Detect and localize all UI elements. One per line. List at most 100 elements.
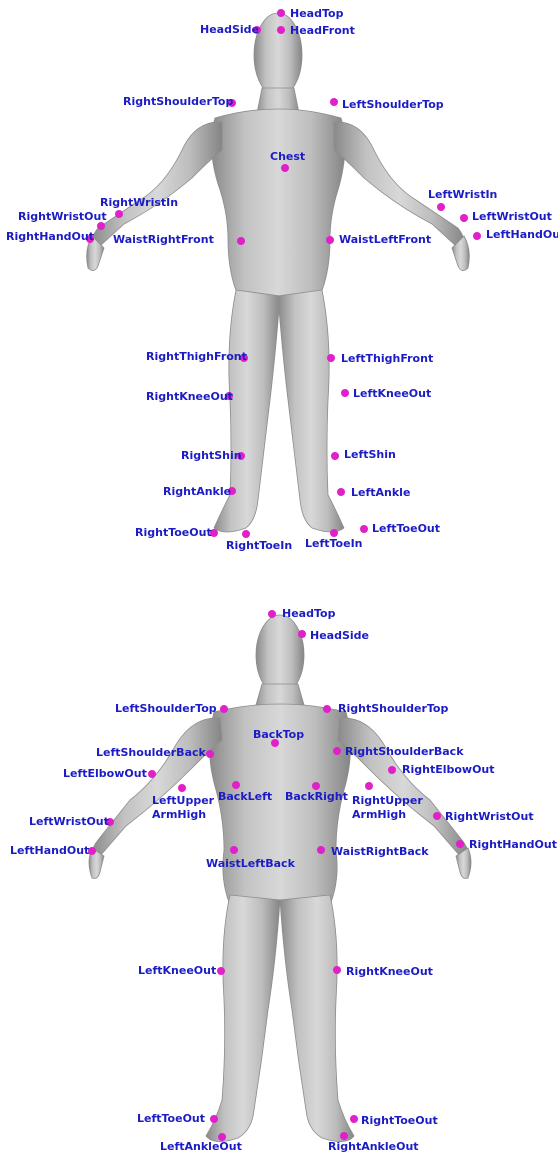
marker-label: WaistRightBack [331,845,429,858]
marker-label: LeftWristOut [29,815,109,828]
marker-label: LeftToeIn [305,537,363,550]
marker-dot [341,389,349,397]
marker-label: RightElbowOut [402,763,495,776]
marker-dot [350,1115,358,1123]
marker-dot [456,840,464,848]
marker-label: LeftElbowOut [63,767,147,780]
back-marker-lwristout: LeftWristOut [29,815,114,828]
marker-label: LeftWristIn [428,188,497,201]
front-marker-lshin: LeftShin [331,448,396,461]
back-marker-rwristout: RightWristOut [433,810,534,823]
front-marker-lwristin: LeftWristIn [428,188,497,211]
marker-dot [330,98,338,106]
front-marker-rthigh: RightThighFront [146,350,248,363]
marker-label: WaistRightFront [113,233,214,246]
back-marker-rshback: RightShoulderBack [333,745,464,758]
marker-label: Chest [270,150,305,163]
marker-dot [337,488,345,496]
back-marker-lshtop: LeftShoulderTop [115,702,228,715]
marker-dot [298,630,306,638]
front-marker-lthigh: LeftThighFront [327,352,433,365]
front-right-arm [92,122,222,248]
front-marker-rshin: RightShin [181,449,245,462]
marker-label: LeftShin [344,448,396,461]
front-left-arm [334,122,464,248]
back-marker-rknee: RightKneeOut [333,965,433,978]
back-marker-rankle: RightAnkleOut [328,1132,419,1153]
marker-dot [388,766,396,774]
marker-label: LeftKneeOut [138,964,216,977]
marker-label: RightShoulderTop [338,702,448,715]
marker-label: LeftShoulderTop [342,98,444,111]
marker-label: BackTop [253,728,304,741]
marker-label: WaistLeftBack [206,857,296,870]
marker-dot [210,1115,218,1123]
front-marker-rhandout: RightHandOut [6,230,94,243]
marker-label: HeadFront [290,24,355,37]
marker-dot [460,214,468,222]
marker-dot [206,750,214,758]
marker-dot [232,781,240,789]
marker-label: RightThighFront [146,350,247,363]
front-left-leg [278,290,344,532]
back-marker-rtoeout: RightToeOut [350,1114,438,1127]
back-marker-headside: HeadSide [298,629,369,642]
marker-dot [433,812,441,820]
marker-label: HeadTop [282,607,336,620]
marker-label: LeftAnkleOut [160,1140,242,1153]
marker-dot [323,705,331,713]
front-marker-ltoein: LeftToeIn [305,529,363,550]
marker-label: LeftShoulderBack [96,746,207,759]
marker-dot [277,9,285,17]
marker-label: HeadSide [310,629,369,642]
marker-label: LeftKneeOut [353,387,431,400]
front-marker-rknee: RightKneeOut [146,390,233,403]
marker-dot [326,236,334,244]
marker-dot [217,967,225,975]
marker-label: RightToeOut [135,526,212,539]
marker-dot [268,610,276,618]
marker-dot [331,452,339,460]
front-marker-rankle: RightAnkle [163,485,236,498]
marker-label: RightShin [181,449,242,462]
front-marker-lankle: LeftAnkle [337,486,410,499]
back-marker-wrback: WaistRightBack [317,845,429,858]
marker-dot [220,705,228,713]
back-left-arm [92,718,222,858]
back-figure [89,615,471,1142]
marker-dot [312,782,320,790]
marker-label: LeftToeOut [137,1112,205,1125]
back-marker-ltoeout: LeftToeOut [137,1112,218,1125]
marker-dot [281,164,289,172]
front-marker-lhandout: LeftHandOut [473,228,558,241]
marker-label: RightToeOut [361,1114,438,1127]
marker-label: LeftHandOut [10,844,89,857]
back-marker-lshback: LeftShoulderBack [96,746,214,759]
marker-label: LeftShoulderTop [115,702,217,715]
front-figure [87,13,470,532]
marker-dot [327,354,335,362]
marker-dot [333,966,341,974]
marker-label: HeadSide [200,23,259,36]
marker-label: RightAnkleOut [328,1140,419,1153]
front-marker-rwristout: RightWristOut [18,210,107,230]
back-right-leg [280,895,354,1142]
back-marker-lelbow: LeftElbowOut [63,767,156,780]
marker-dot [333,747,341,755]
marker-dot [237,237,245,245]
marker-label: RightHandOut [469,838,557,851]
back-left-leg [206,895,280,1142]
marker-dot [365,782,373,790]
marker-label: WaistLeftFront [339,233,431,246]
marker-dot [473,232,481,240]
marker-label: RightWristIn [100,196,178,209]
marker-dot [97,222,105,230]
marker-label: LeftWristOut [472,210,552,223]
front-marker-headside: HeadSide [200,23,261,36]
marker-label: LeftHandOut [486,228,558,241]
marker-dot [317,846,325,854]
marker-label: RightKneeOut [346,965,433,978]
